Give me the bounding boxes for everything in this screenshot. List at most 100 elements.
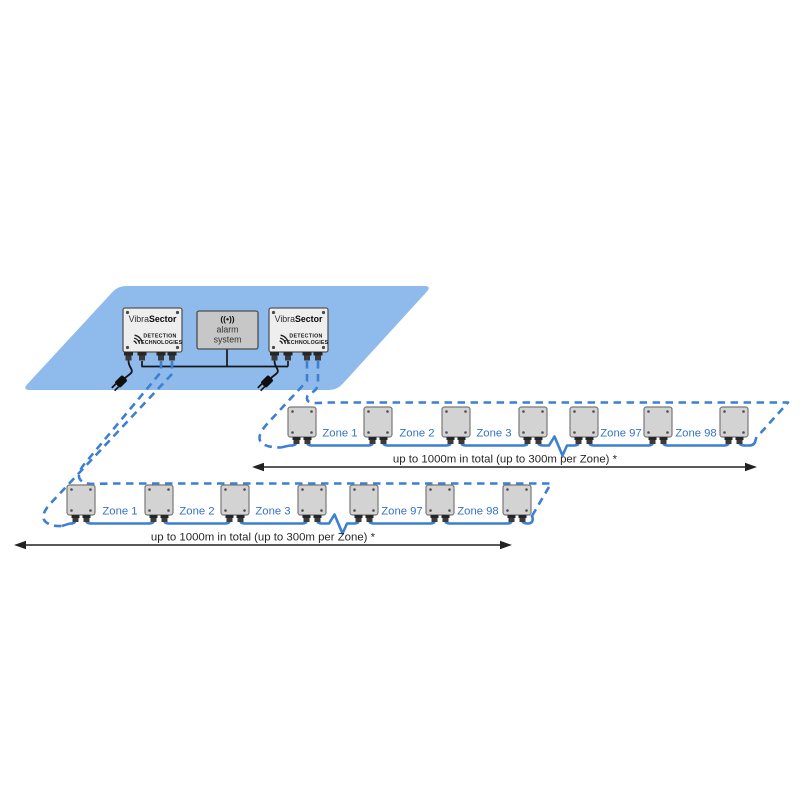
sensor-body [569, 406, 599, 438]
tagline-line2: TECHNOLOGIES [284, 340, 329, 346]
power-cable [123, 360, 133, 380]
alarm-label-line2: system [214, 335, 242, 345]
gland-nut [365, 515, 374, 518]
screw [367, 410, 370, 413]
screw [167, 488, 170, 491]
screw [522, 431, 525, 434]
plug-body [261, 375, 273, 388]
screw [320, 488, 323, 491]
zone-label: Zone 1 [322, 428, 357, 440]
sensor-body [425, 484, 455, 516]
tagline-line1: DETECTION [143, 334, 176, 340]
brand-suffix: Sector [295, 314, 323, 324]
gland-stem [293, 440, 300, 444]
screw [243, 509, 246, 512]
gland-nut [137, 352, 147, 356]
gland-stem [736, 440, 743, 444]
screw [70, 509, 73, 512]
sensor-body [349, 484, 379, 516]
screw [321, 345, 326, 350]
gland-nut [523, 437, 532, 440]
zone-label: Zone 98 [457, 506, 498, 518]
screw [125, 310, 130, 315]
sensor-body [297, 484, 327, 516]
gland-nut [303, 437, 312, 440]
gland-stem [139, 355, 145, 361]
screw [448, 488, 451, 491]
screw [367, 431, 370, 434]
screw [310, 410, 313, 413]
screw [271, 310, 276, 315]
screw [125, 345, 130, 350]
sensor-body [363, 406, 393, 438]
screw [541, 431, 544, 434]
gland-nut [124, 352, 133, 356]
screw [386, 410, 389, 413]
screw [89, 509, 92, 512]
plug-body [115, 375, 127, 388]
screw [592, 410, 595, 413]
gland-stem [315, 355, 321, 361]
gland-nut [659, 437, 668, 440]
wave-arc [133, 337, 141, 344]
screw [525, 509, 528, 512]
brand-label: VibraSector [129, 314, 177, 324]
screw [386, 431, 389, 434]
screw [464, 431, 467, 434]
gland-nut [518, 515, 527, 518]
gland-stem [83, 518, 90, 522]
plug-prongs [111, 383, 120, 392]
vibration-sensor [220, 484, 250, 522]
vibration-sensor [518, 406, 548, 444]
gland-stem [366, 518, 373, 522]
gland-stem [150, 518, 157, 522]
screw [525, 488, 528, 491]
screw [445, 431, 448, 434]
screw [89, 488, 92, 491]
zone-label: Zone 3 [255, 506, 290, 518]
vibration-sensor [569, 406, 599, 444]
screw [647, 431, 650, 434]
vibration-sensor [349, 484, 379, 522]
alarm-panel [196, 310, 259, 350]
cable-feed-lines-chain-1 [258, 361, 790, 449]
panel-screws [125, 310, 180, 350]
gland-stem [158, 355, 164, 361]
sensor-interconnect-cable [280, 435, 758, 457]
vibration-sensor [441, 406, 471, 444]
zone-label: Zone 98 [675, 428, 716, 440]
gland-nut [302, 515, 311, 518]
screw [573, 431, 576, 434]
cable-glands [124, 352, 177, 361]
sensor-body [719, 406, 749, 438]
gland-stem [226, 518, 233, 522]
gland-nut [441, 515, 450, 518]
gland-nut [446, 437, 455, 440]
screw [224, 488, 227, 491]
gland-stem [125, 355, 132, 361]
screw [666, 431, 669, 434]
screw [506, 509, 509, 512]
screw [429, 488, 432, 491]
tagline-line2: TECHNOLOGIES [138, 340, 183, 346]
gland-nut [430, 515, 439, 518]
gland-stem [431, 518, 438, 522]
screw [742, 431, 745, 434]
distance-arrow [252, 462, 757, 472]
controller-panel [268, 307, 329, 353]
gland-stem [304, 440, 311, 444]
zone-label: Zone 1 [102, 506, 137, 518]
sensor-body [518, 406, 548, 438]
gland-stem [237, 518, 244, 522]
gland-nut [292, 437, 301, 440]
gland-nut [149, 515, 158, 518]
power-cable [269, 360, 279, 380]
zone-label: Zone 3 [476, 428, 511, 440]
controller-panel [122, 307, 183, 353]
gland-stem [508, 518, 515, 522]
